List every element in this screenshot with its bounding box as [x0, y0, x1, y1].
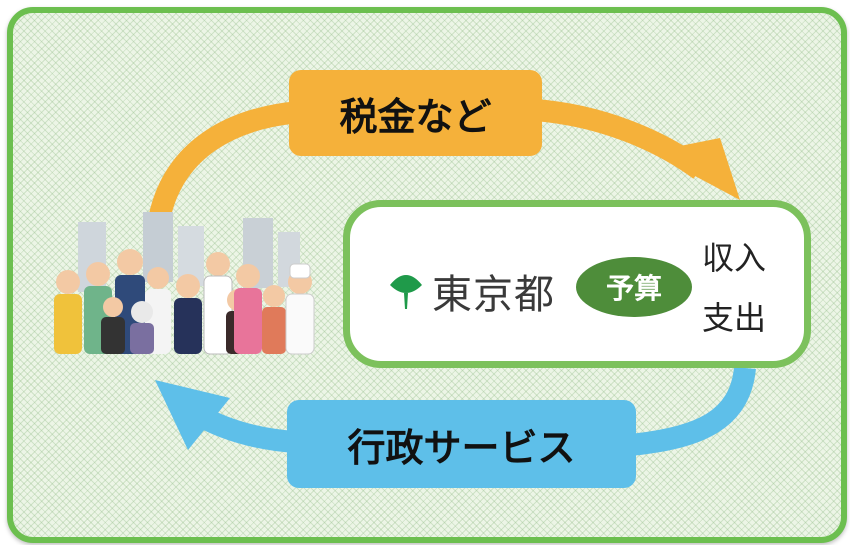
tokyo-logo: 東京都 — [388, 262, 555, 320]
service-arrowhead — [155, 380, 230, 450]
service-arrow-curve — [628, 366, 756, 456]
citizens-illustration — [54, 212, 315, 355]
service-label-box: 行政サービス — [287, 400, 636, 488]
person-figures — [54, 249, 315, 355]
tax-label-box: 税金など — [289, 70, 542, 156]
tax-arrow-curve — [149, 101, 302, 218]
expense-label: 支出 — [702, 299, 767, 337]
tokyo-budget-card: 東京都 予算 収入 支出 — [343, 200, 811, 368]
service-label: 行政サービス — [347, 425, 576, 470]
ginkgo-icon — [390, 275, 422, 309]
tax-arrowhead — [650, 138, 740, 200]
tokyo-name: 東京都 — [432, 272, 555, 318]
budget-badge: 予算 — [576, 257, 692, 317]
tax-label: 税金など — [339, 94, 492, 139]
income-label: 収入 — [702, 239, 767, 277]
